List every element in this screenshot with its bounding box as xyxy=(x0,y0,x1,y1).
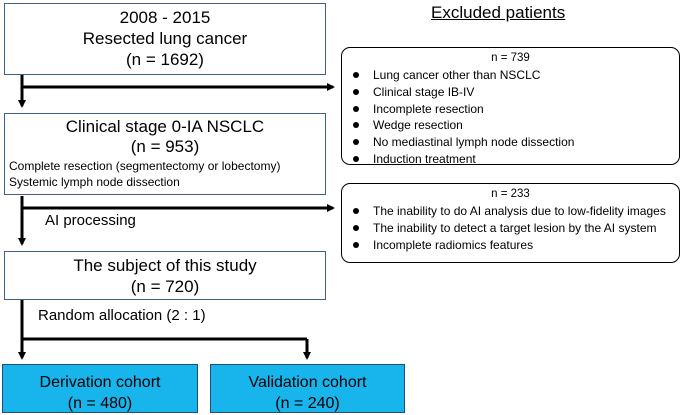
list-item: No mediastinal lymph node dissection xyxy=(342,134,679,151)
resected-title: Resected lung cancer xyxy=(82,29,248,48)
random-allocation-label: Random allocation (2 : 1) xyxy=(38,307,206,324)
subject-count: (n = 720) xyxy=(130,277,200,296)
subject-title: The subject of this study xyxy=(73,256,257,275)
resected-count: (n = 1692) xyxy=(126,50,204,69)
clinical-stage-box: Clinical stage 0-IA NSCLC (n = 953) Comp… xyxy=(4,113,326,195)
list-item: Lung cancer other than NSCLC xyxy=(342,67,679,84)
validation-title: Validation cohort xyxy=(248,374,367,391)
exclusion1-count: n = 739 xyxy=(491,52,530,64)
exclusion2-count: n = 233 xyxy=(491,188,530,200)
exclusion1-list: Lung cancer other than NSCLC Clinical st… xyxy=(342,67,679,168)
list-item: Clinical stage IB-IV xyxy=(342,84,679,101)
exclusion2-list: The inability to do AI analysis due to l… xyxy=(342,203,679,253)
list-item: The inability to do AI analysis due to l… xyxy=(342,203,679,220)
list-item: The inability to detect a target lesion … xyxy=(342,220,679,237)
derivation-title: Derivation cohort xyxy=(39,374,161,391)
stage-detail-lymph: Systemic lymph node dissection xyxy=(9,175,180,189)
derivation-cohort-box: Derivation cohort (n = 480) xyxy=(2,364,198,413)
study-subject-box: The subject of this study (n = 720) xyxy=(4,251,326,300)
excluded-patients-heading: Excluded patients xyxy=(431,3,566,22)
exclusion-box-1: n = 739 Lung cancer other than NSCLC Cli… xyxy=(341,47,680,168)
exclusion-box-2: n = 233 The inability to do AI analysis … xyxy=(341,183,680,263)
derivation-count: (n = 480) xyxy=(67,395,133,412)
stage-title: Clinical stage 0-IA NSCLC xyxy=(65,117,265,136)
ai-processing-label: AI processing xyxy=(45,212,136,229)
resected-lung-cancer-box: 2008 - 2015 Resected lung cancer (n = 16… xyxy=(4,3,326,75)
list-item: Induction treatment xyxy=(342,151,679,168)
stage-count: (n = 953) xyxy=(130,137,200,156)
list-item: Wedge resection xyxy=(342,117,679,134)
stage-detail-resection: Complete resection (segmentectomy or lob… xyxy=(9,159,281,173)
list-item: Incomplete resection xyxy=(342,101,679,118)
resected-years: 2008 - 2015 xyxy=(119,8,211,27)
validation-count: (n = 240) xyxy=(275,395,340,412)
validation-cohort-box: Validation cohort (n = 240) xyxy=(210,364,405,413)
list-item: Incomplete radiomics features xyxy=(342,237,679,254)
